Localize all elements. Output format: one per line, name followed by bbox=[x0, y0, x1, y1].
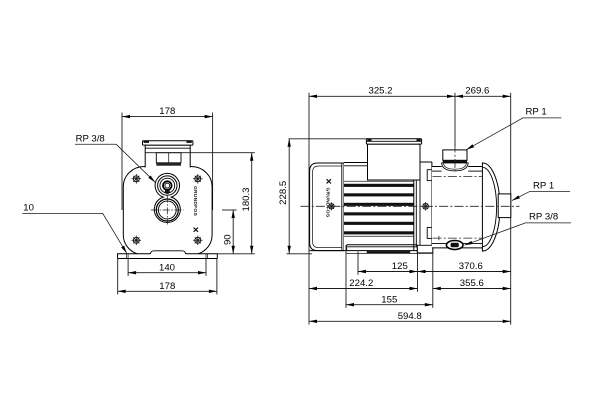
suction-port bbox=[497, 193, 512, 219]
dim-side-port-to-end: 269.6 bbox=[465, 85, 489, 96]
leader-rp1-top: RP 1 bbox=[466, 107, 562, 151]
label-top-port: RP 1 bbox=[526, 107, 547, 118]
motor-bolt bbox=[131, 235, 142, 246]
grundfos-logo-side: GRUNDFOS bbox=[325, 178, 332, 218]
grundfos-x-icon bbox=[193, 227, 199, 233]
grundfos-logo-front: GRUNDFOS bbox=[192, 186, 199, 233]
dim-side-foot-offset: 125 bbox=[392, 261, 408, 272]
motor-bolt bbox=[193, 174, 203, 184]
dim-front-base-width: 178 bbox=[159, 281, 175, 292]
label-drain-port: RP 3/8 bbox=[529, 212, 558, 223]
brand-text: GRUNDFOS bbox=[325, 188, 331, 218]
label-front-port: RP 3/8 bbox=[76, 134, 105, 145]
grundfos-x-icon bbox=[326, 178, 332, 184]
shaft-center-front bbox=[150, 195, 184, 225]
motor-foot bbox=[309, 244, 433, 254]
leader-rp1-end: RP 1 bbox=[511, 180, 570, 201]
dim-front-port-height: 90 bbox=[222, 234, 233, 245]
dim-side-port-plane-to-end: 370.6 bbox=[459, 261, 483, 272]
terminal-box-front bbox=[142, 140, 194, 168]
drain-plug bbox=[445, 239, 464, 251]
dim-side-height: 228.5 bbox=[278, 181, 289, 205]
vent-port-front bbox=[157, 175, 178, 196]
dim-front-body-height: 180.3 bbox=[241, 187, 252, 211]
side-view: 325.2 269.6 228.5 bbox=[278, 85, 571, 325]
leader-rp38-drain: RP 3/8 bbox=[464, 212, 571, 246]
base-plate-front bbox=[117, 250, 218, 259]
motor-bolt bbox=[131, 174, 142, 184]
dim-side-left-to-port: 325.2 bbox=[368, 85, 392, 96]
motor-bolt bbox=[193, 235, 203, 246]
dim-side-total-length: 594.8 bbox=[398, 311, 422, 322]
label-foot-hole: 10 bbox=[23, 202, 34, 213]
front-view: 178 bbox=[22, 106, 255, 295]
dim-side-foot-to-end: 355.6 bbox=[460, 278, 484, 289]
dim-front-bolt-spacing: 140 bbox=[159, 262, 175, 273]
pump-sleeve bbox=[431, 166, 483, 249]
label-end-port: RP 1 bbox=[533, 180, 554, 191]
leader-foot-hole: 10 bbox=[22, 202, 128, 254]
terminal-box-side bbox=[365, 138, 423, 181]
dim-side-motor-section: 224.2 bbox=[349, 278, 373, 289]
dim-side-foot-length: 155 bbox=[381, 294, 397, 305]
dim-front-width-top: 178 bbox=[159, 106, 175, 117]
fan-cover-seam bbox=[312, 165, 342, 248]
leader-rp38-front: RP 3/8 bbox=[75, 134, 156, 183]
pump-foot bbox=[416, 244, 434, 254]
brand-text: GRUNDFOS bbox=[192, 186, 198, 216]
